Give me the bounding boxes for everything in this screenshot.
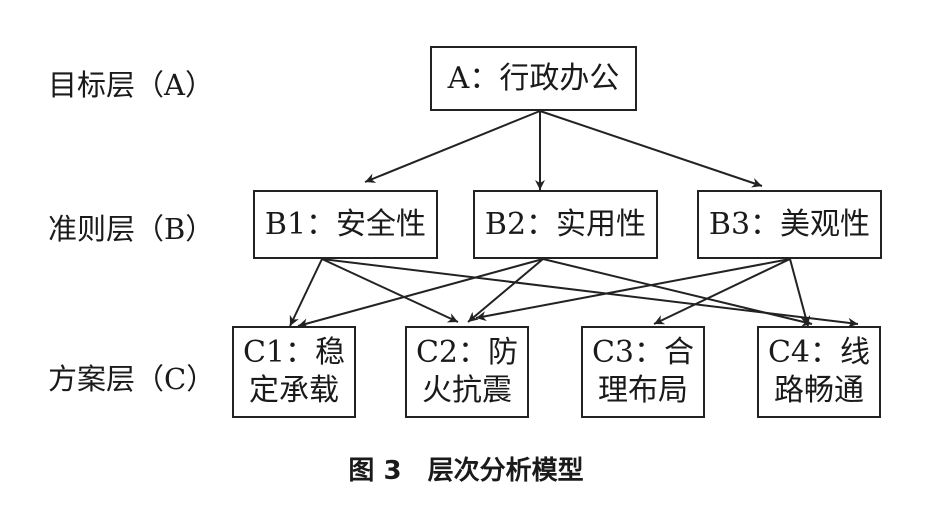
edge-b1-to-c4 <box>321 258 859 328</box>
edge-b2-to-c1 <box>297 258 544 329</box>
edge-b1-to-c2 <box>321 258 459 323</box>
level-label-criteria: 准则层（B） <box>48 212 215 246</box>
level-label-alternatives: 方案层（C） <box>48 362 216 396</box>
node-goal-a: A：行政办公 <box>430 46 637 111</box>
node-criteria-b1: B1：安全性 <box>253 190 438 259</box>
edge-a-to-b3 <box>539 110 763 188</box>
node-criteria-b3: B3：美观性 <box>697 190 882 259</box>
node-alternative-c1: C1：稳 定承载 <box>232 326 356 418</box>
node-alternative-c4: C4：线 路畅通 <box>757 326 881 418</box>
edge-b2-to-c4 <box>542 258 813 327</box>
edge-b3-to-c3 <box>653 258 791 325</box>
node-alternative-c3: C3：合 理布局 <box>581 326 705 418</box>
edge-a-to-b1 <box>364 110 541 183</box>
edge-b1-to-c1 <box>289 258 323 327</box>
edge-b3-to-c4 <box>789 258 811 327</box>
node-alternative-c2: C2：防 火抗震 <box>405 326 529 418</box>
node-criteria-b2: B2：实用性 <box>473 190 658 259</box>
figure-caption: 图 3 层次分析模型 <box>348 456 584 486</box>
level-label-goal: 目标层（A） <box>48 68 214 102</box>
edge-b3-to-c2 <box>475 258 791 322</box>
